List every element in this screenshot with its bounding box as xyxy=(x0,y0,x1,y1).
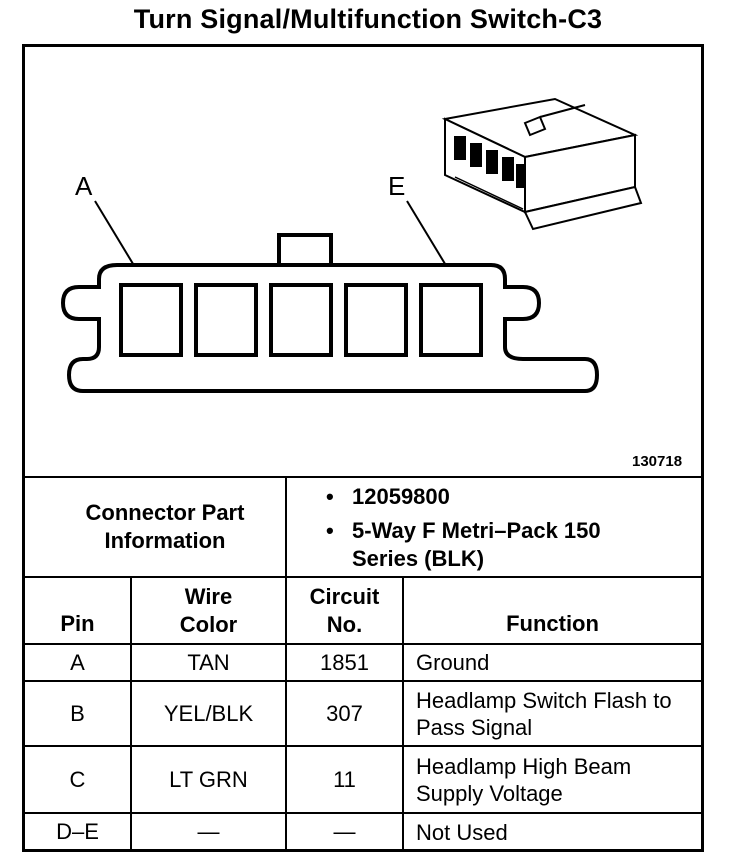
table-cell-function: Headlamp Switch Flash to Pass Signal xyxy=(416,687,672,740)
table-cell-function: Headlamp High Beam Supply Voltage xyxy=(416,753,632,806)
table-header-border xyxy=(25,576,701,578)
table-cell-circuit: — xyxy=(333,819,356,844)
table-cell-circuit: 307 xyxy=(326,700,363,726)
table-cell-wire-color: LT GRN xyxy=(169,766,248,792)
table-cell-wire-color: — xyxy=(197,819,220,844)
table-cell-wire-color: TAN xyxy=(187,649,230,675)
table-cell-wire-color: YEL/BLK xyxy=(163,700,254,726)
row-divider xyxy=(25,680,701,682)
connector-3d-icon xyxy=(441,97,643,231)
header-circuit: Circuit No. xyxy=(309,583,380,637)
connector-info-label: Connector Part Information xyxy=(85,500,245,553)
column-divider xyxy=(285,476,287,852)
header-function: Function xyxy=(506,611,599,636)
table-cell-pin: C xyxy=(69,766,86,792)
row-divider xyxy=(25,812,701,814)
header-wire-color: Wire Color xyxy=(179,583,238,637)
figure-number: 130718 xyxy=(632,453,683,470)
table-cell-circuit: 11 xyxy=(333,766,356,792)
pin-label-e: E xyxy=(388,171,405,201)
column-divider xyxy=(402,576,404,852)
diagram-frame xyxy=(22,44,704,852)
row-divider xyxy=(25,745,701,747)
table-cell-pin: A xyxy=(70,649,85,675)
table-cell-function: Not Used xyxy=(416,819,508,845)
table-cell-pin: D–E xyxy=(56,819,99,844)
connector-face xyxy=(60,233,600,393)
pin-label-a: A xyxy=(75,171,93,201)
column-divider xyxy=(130,576,132,852)
table-cell-function: Ground xyxy=(416,650,490,675)
table-top-border xyxy=(25,476,701,478)
table-cell-pin: B xyxy=(70,700,85,726)
header-pin: Pin xyxy=(60,611,95,636)
row-divider xyxy=(25,643,701,645)
page-title: Turn Signal/Multifunction Switch-C3 xyxy=(133,4,603,34)
table-cell-circuit: 1851 xyxy=(320,649,369,675)
connector-drawing: A E xyxy=(60,97,643,393)
